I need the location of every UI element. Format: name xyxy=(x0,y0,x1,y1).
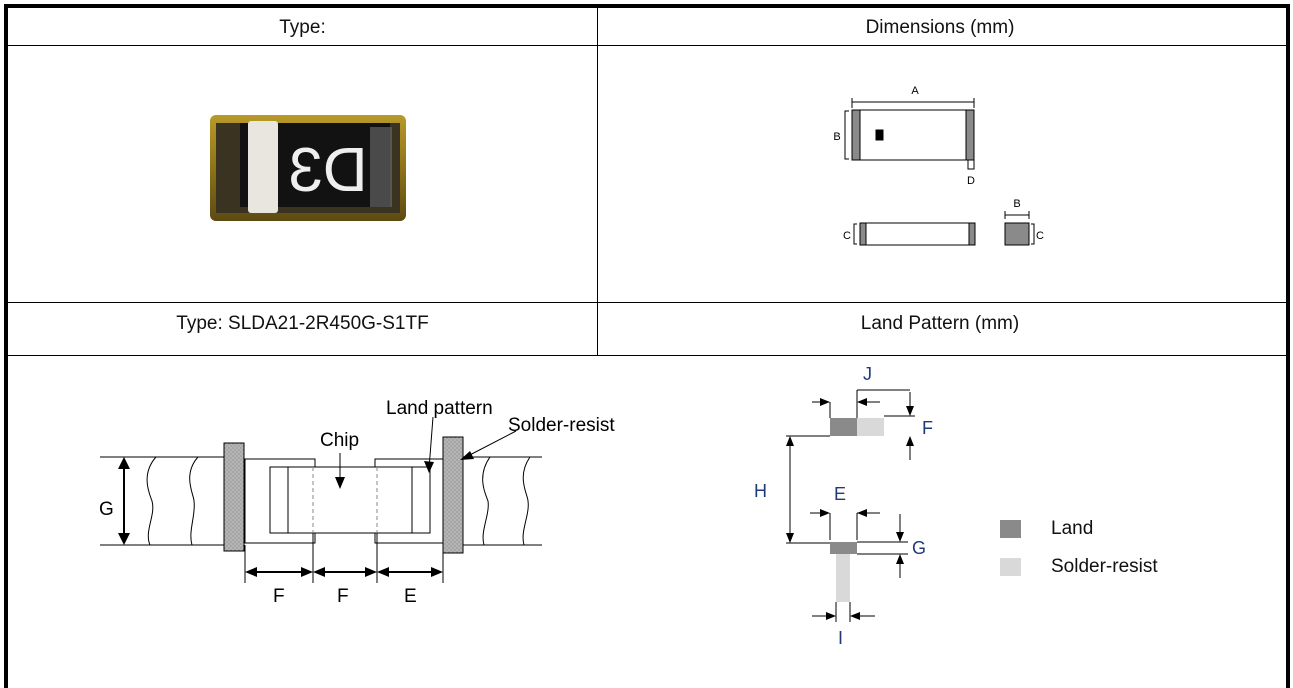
right-trace xyxy=(462,456,542,546)
legend-label-solder-resist: Solder-resist xyxy=(1051,556,1158,577)
land-top xyxy=(830,418,857,436)
solder-resist-bottom xyxy=(836,554,850,602)
side-view-body xyxy=(859,222,976,246)
legend-swatch-solder-resist xyxy=(1000,558,1021,576)
dimensions-header: Dimensions (mm) xyxy=(865,17,1015,38)
land-label-h: H xyxy=(754,481,767,501)
row-divider xyxy=(8,302,1286,303)
land-label-g: G xyxy=(912,538,926,558)
mount-label-e: E xyxy=(404,586,417,607)
row-divider xyxy=(8,45,1286,46)
mount-label-f1: F xyxy=(273,586,285,607)
part-number-label: Type: SLDA21-2R450G-S1TF xyxy=(176,313,429,334)
mounting-diagram: G F F E Chip Land pattern Solder-resist xyxy=(99,398,615,607)
dim-label-d: D xyxy=(967,175,975,187)
type-header: Type: xyxy=(279,17,326,38)
solder-resist-top xyxy=(857,418,884,436)
terminal-right xyxy=(965,109,975,161)
polarity-mark xyxy=(875,129,884,141)
mount-label-chip: Chip xyxy=(320,430,359,451)
chip-photo: D3 xyxy=(210,115,406,221)
left-trace xyxy=(150,456,225,546)
end-view xyxy=(1004,222,1030,246)
spec-table xyxy=(4,4,1290,688)
polarity-band xyxy=(248,121,278,213)
top-view-body xyxy=(851,109,975,161)
row-divider xyxy=(8,355,1286,356)
column-divider xyxy=(597,8,598,355)
legend-item-land: Land xyxy=(1000,518,1158,540)
dim-label-b-top: B xyxy=(1013,198,1020,210)
land-label-e: E xyxy=(834,484,846,504)
dim-label-c-left: C xyxy=(843,230,851,242)
dim-label-b-side: B xyxy=(833,131,840,143)
land-bottom xyxy=(830,542,857,554)
dim-label-c-right: C xyxy=(1036,230,1044,242)
mount-label-solder-resist: Solder-resist xyxy=(508,415,615,436)
terminal-left xyxy=(851,109,861,161)
legend-label-land: Land xyxy=(1051,518,1094,539)
dimension-drawing: A B D B C C xyxy=(833,85,1044,246)
mount-label-f2: F xyxy=(337,586,349,607)
solder-resist-right xyxy=(442,436,464,554)
land-pattern-header: Land Pattern (mm) xyxy=(860,313,1020,334)
mount-label-g: G xyxy=(99,499,114,520)
legend-swatch-land xyxy=(1000,520,1021,538)
solder-resist-left xyxy=(223,442,245,552)
mount-label-land-pattern: Land pattern xyxy=(386,398,493,419)
land-pattern-diagram: J F H E G I xyxy=(754,364,933,648)
legend: Land Solder-resist xyxy=(1000,518,1158,578)
dim-label-a: A xyxy=(911,85,919,97)
land-label-f: F xyxy=(922,418,933,438)
legend-item-solder-resist: Solder-resist xyxy=(1000,556,1158,578)
chip-marking: D3 xyxy=(288,136,367,205)
land-label-j: J xyxy=(863,364,872,384)
land-label-i: I xyxy=(838,628,843,648)
chip-outline xyxy=(269,466,431,534)
